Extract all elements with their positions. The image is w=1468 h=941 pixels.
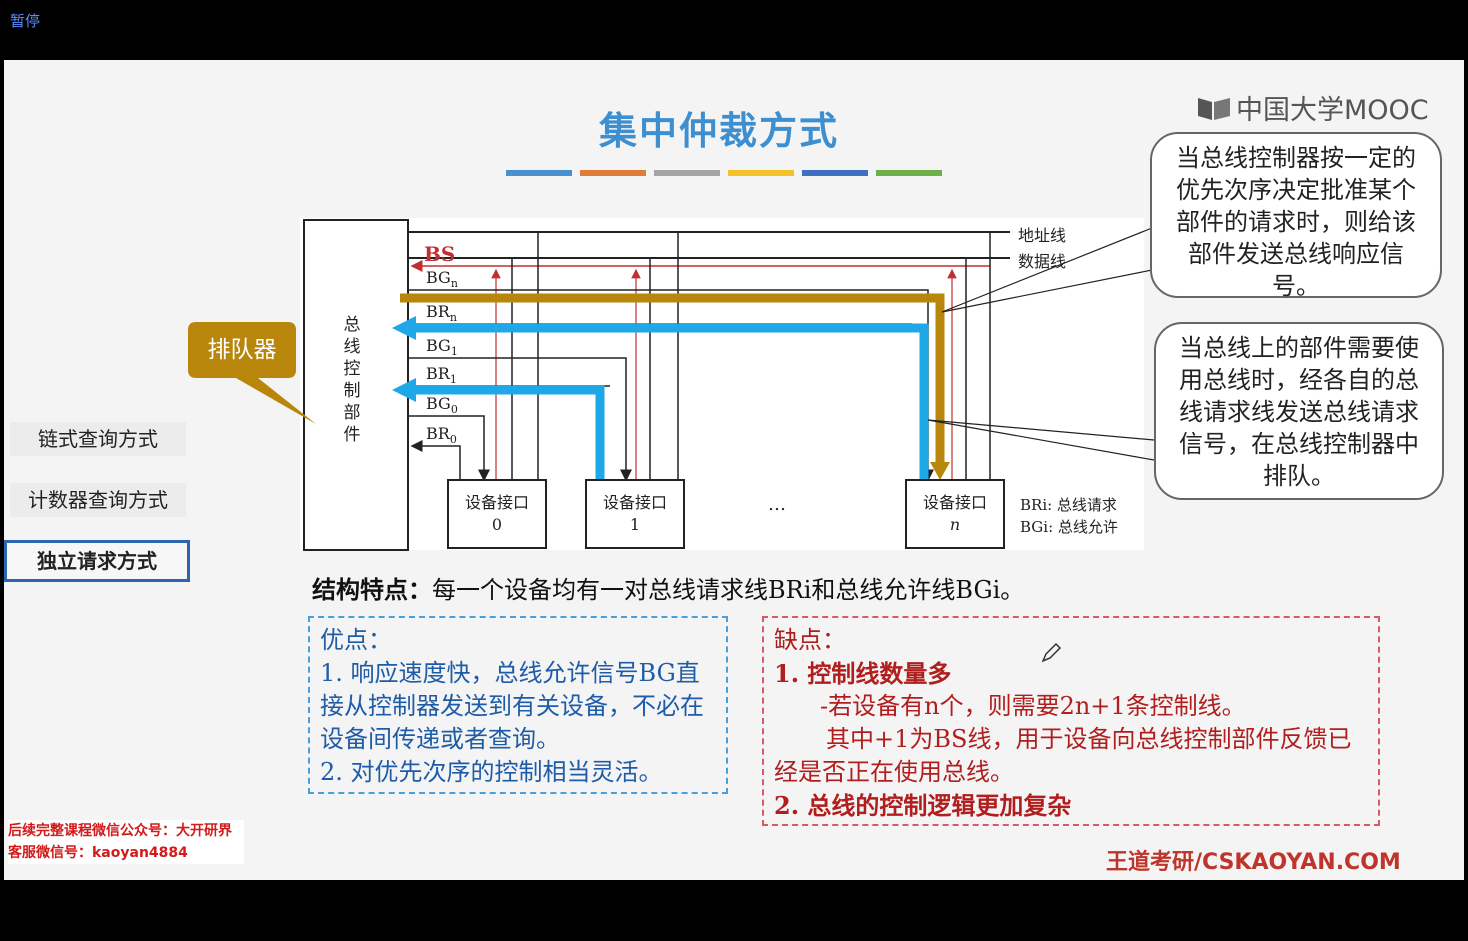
callout-grant: 当总线控制器按一定的优先次序决定批准某个部件的请求时，则给该部件发送总线响应信号… <box>1150 132 1442 300</box>
color-bar-segment <box>802 170 868 176</box>
feature-label: 结构特点： <box>312 575 432 604</box>
pen-icon <box>1041 642 1062 663</box>
bgn-label: BGn <box>426 268 458 291</box>
legend-br: BRi: 总线请求 <box>1020 496 1117 514</box>
disadvantage-1-note: 其中+1为BS线，用于设备向总线控制部件反馈已经是否正在使用总线。 <box>774 725 1352 786</box>
callout-request: 当总线上的部件需要使用总线时，经各自的总线请求线发送总线请求信号，在总线控制器中… <box>1154 322 1444 500</box>
device0-box <box>447 479 547 549</box>
slide-title: 集中仲裁方式 <box>598 109 839 153</box>
br1-highlight <box>412 385 605 480</box>
footnote-line-2: 客服微信号：kaoyan4884 <box>8 845 188 861</box>
footnote-line-1: 后续完整课程微信公众号：大开研界 <box>8 823 232 839</box>
pause-button[interactable]: 暂停 <box>10 12 41 30</box>
color-bar-segment <box>580 170 646 176</box>
disadvantage-1-detail: -若设备有n个，则需要2n+1条控制线。 <box>820 692 1246 720</box>
queue-label: 排队器 <box>207 337 277 363</box>
disadvantage-1: 1. 控制线数量多 <box>774 659 952 688</box>
bgn-highlight <box>400 293 945 466</box>
callout-pointers <box>927 227 1155 461</box>
disadvantages-label: 缺点： <box>774 626 846 654</box>
brn-highlight <box>412 323 929 480</box>
advantages-label: 优点： <box>320 626 392 654</box>
color-bar-segment <box>876 170 942 176</box>
bus-diagram: 总线控制部件 地址线 数据线 BS BGn BRn BG1 BR1 BG0 BR… <box>300 218 1144 551</box>
mooc-logo-icon <box>1198 97 1230 120</box>
controller-box <box>303 219 409 551</box>
slide: 集中仲裁方式 中国大学MOOC 链式查询方式 计数器查询方式 独立请求方式 <box>4 60 1464 880</box>
bus-diagram-svg <box>303 219 1010 551</box>
brn-label: BRn <box>426 302 457 325</box>
bg1-label: BG1 <box>426 336 458 359</box>
advantage-1: 1. 响应速度快，总线允许信号BG直接从控制器发送到有关设备，不必在设备间传递或… <box>320 659 704 753</box>
queue-callout-shape <box>188 322 316 424</box>
mooc-logo-text: 中国大学MOOC <box>1236 95 1429 126</box>
br0-label: BR0 <box>426 424 457 447</box>
queue-callout <box>188 322 316 424</box>
bs-label: BS <box>424 242 456 266</box>
advantages-box: 优点： 1. 响应速度快，总线允许信号BG直接从控制器发送到有关设备，不必在设备… <box>308 616 728 794</box>
legend-bg: BGi: 总线允许 <box>1020 518 1118 536</box>
address-line-label: 地址线 <box>1018 226 1067 245</box>
br1-arrowhead <box>392 378 416 402</box>
mooc-logo: 中国大学MOOC <box>1196 88 1429 127</box>
advantage-2: 2. 对优先次序的控制相当灵活。 <box>320 758 663 786</box>
brand-watermark: 王道考研/CSKAOYAN.COM <box>1106 850 1401 875</box>
brn-arrowhead <box>392 316 416 340</box>
color-bar-segment <box>506 170 572 176</box>
devicen-box <box>905 479 1005 549</box>
controller-label: 总线控制部件 <box>343 315 361 445</box>
bg0-label: BG0 <box>426 394 458 417</box>
device1-box <box>585 479 685 549</box>
nav-counter-query[interactable]: 计数器查询方式 <box>10 483 186 517</box>
disadvantage-2: 2. 总线的控制逻辑更加复杂 <box>774 791 1072 820</box>
device-ellipsis: … <box>768 494 786 515</box>
nav-independent-request[interactable]: 独立请求方式 <box>4 540 190 582</box>
footnote: 后续完整课程微信公众号：大开研界 客服微信号：kaoyan4884 <box>8 820 244 864</box>
nav-chain-query[interactable]: 链式查询方式 <box>10 422 186 456</box>
color-bar-segment <box>654 170 720 176</box>
color-bar-segment <box>728 170 794 176</box>
bs-taps <box>491 268 957 480</box>
bgn-arrowhead <box>930 462 950 480</box>
br1-label: BR1 <box>426 364 457 387</box>
disadvantages-box: 缺点： 1. 控制线数量多 -若设备有n个，则需要2n+1条控制线。 其中+1为… <box>762 616 1380 826</box>
feature-text: 每一个设备均有一对总线请求线BRi和总线允许线BGi。 <box>432 576 1025 604</box>
structure-feature: 结构特点：每一个设备均有一对总线请求线BRi和总线允许线BGi。 <box>312 570 1024 605</box>
data-line-label: 数据线 <box>1018 252 1067 271</box>
